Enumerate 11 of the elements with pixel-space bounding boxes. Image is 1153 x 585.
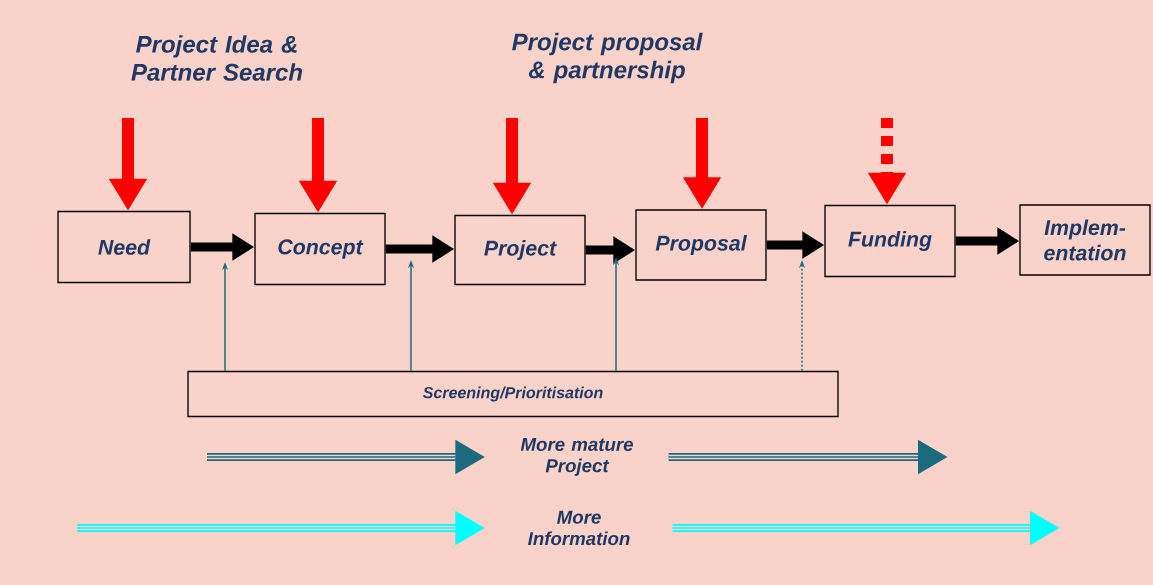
process-box: Implem- entation	[1019, 204, 1151, 276]
process-box: Need	[57, 210, 191, 284]
heading: Project proposal & partnership	[512, 32, 703, 84]
arrow-caption: More Information	[528, 510, 630, 546]
process-box: Proposal	[635, 209, 767, 281]
process-box: Funding	[824, 204, 956, 278]
arrow-caption: More mature Project	[520, 437, 633, 476]
heading: Project Idea & Partner Search	[131, 35, 302, 81]
process-box: Screening/Prioritisation	[187, 370, 839, 418]
process-box: Project	[454, 214, 586, 286]
process-box: Concept	[254, 212, 386, 286]
